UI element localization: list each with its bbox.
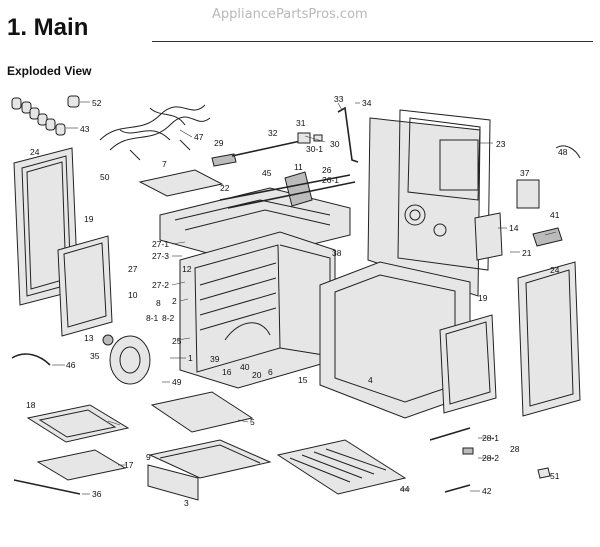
watermark: AppliancePartsPros.com bbox=[212, 7, 368, 22]
terminal-block bbox=[532, 227, 563, 247]
rod-36 bbox=[13, 479, 81, 495]
callout-39: 39 bbox=[210, 354, 220, 364]
rear-panel bbox=[367, 109, 491, 297]
callout-14: 14 bbox=[509, 223, 519, 233]
callout-23: 23 bbox=[496, 139, 506, 149]
callout-28: 28 bbox=[510, 444, 520, 454]
callout-48: 48 bbox=[558, 147, 568, 157]
door-glass-left bbox=[57, 235, 113, 337]
callout-33: 33 bbox=[334, 94, 344, 104]
callout-28-1: 28-1 bbox=[482, 433, 499, 443]
callout-24-right: 24 bbox=[550, 265, 560, 275]
callout-20: 20 bbox=[252, 370, 262, 380]
door-right bbox=[517, 261, 581, 417]
door-hinge bbox=[429, 427, 474, 455]
callout-45: 45 bbox=[262, 168, 272, 178]
rating-label bbox=[516, 179, 540, 209]
bracket-rod bbox=[337, 106, 359, 163]
callout-52: 52 bbox=[92, 98, 102, 108]
filter-part bbox=[474, 212, 503, 261]
callout-19-left: 19 bbox=[84, 214, 94, 224]
callout-19-right: 19 bbox=[478, 293, 488, 303]
callout-27-1: 27-1 bbox=[152, 239, 169, 249]
callout-13: 13 bbox=[84, 333, 94, 343]
tray-5 bbox=[150, 391, 254, 433]
callout-12: 12 bbox=[182, 264, 192, 274]
callout-36: 36 bbox=[92, 489, 102, 499]
small-part-51 bbox=[537, 467, 551, 479]
callout-47: 47 bbox=[194, 132, 204, 142]
section-subtitle: Exploded View bbox=[7, 64, 92, 78]
callout-10: 10 bbox=[128, 290, 138, 300]
callout-44: 44 bbox=[400, 484, 410, 494]
callout-26: 26 bbox=[322, 165, 332, 175]
callout-8: 8 bbox=[156, 298, 161, 308]
callout-22: 22 bbox=[220, 183, 230, 193]
broil-grate bbox=[36, 449, 127, 481]
callout-7: 7 bbox=[162, 159, 167, 169]
callout-31: 31 bbox=[296, 118, 306, 128]
callout-49: 49 bbox=[172, 377, 182, 387]
callout-5: 5 bbox=[250, 417, 255, 427]
callout-21: 21 bbox=[522, 248, 532, 258]
broil-pan bbox=[26, 404, 130, 443]
callout-16: 16 bbox=[222, 367, 232, 377]
center-support-rail bbox=[219, 171, 356, 209]
callout-17: 17 bbox=[124, 460, 134, 470]
callout-32: 32 bbox=[268, 128, 278, 138]
page-title: 1. Main bbox=[7, 14, 89, 41]
callout-27: 27 bbox=[128, 264, 138, 274]
callout-8-2: 8-2 bbox=[162, 313, 175, 323]
callout-28-2: 28-2 bbox=[482, 453, 499, 463]
storage-drawer bbox=[147, 439, 272, 501]
callout-37: 37 bbox=[520, 168, 530, 178]
door-glass-right bbox=[439, 314, 497, 414]
callout-labels: 52 43 47 33 34 29 32 31 30 30-1 23 48 24… bbox=[26, 94, 568, 508]
callout-4: 4 bbox=[368, 375, 373, 385]
control-knobs bbox=[11, 95, 80, 136]
callout-11: 11 bbox=[294, 162, 303, 172]
control-panel-parts bbox=[211, 132, 323, 167]
callout-27-2: 27-2 bbox=[152, 280, 169, 290]
callout-41: 41 bbox=[550, 210, 560, 220]
callout-51: 51 bbox=[550, 471, 560, 481]
callout-3: 3 bbox=[184, 498, 189, 508]
callout-18: 18 bbox=[26, 400, 36, 410]
convection-fan bbox=[102, 334, 151, 385]
sensor-wire bbox=[11, 353, 51, 366]
callout-34: 34 bbox=[362, 98, 372, 108]
callout-29: 29 bbox=[214, 138, 224, 148]
callout-25: 25 bbox=[172, 336, 182, 346]
callout-27-3: 27-3 bbox=[152, 251, 169, 261]
oven-rack bbox=[276, 439, 407, 495]
callout-30: 30 bbox=[330, 139, 340, 149]
callout-6: 6 bbox=[268, 367, 273, 377]
callout-43: 43 bbox=[80, 124, 90, 134]
leader-lines bbox=[52, 101, 557, 495]
small-part-42 bbox=[444, 484, 471, 493]
callout-40: 40 bbox=[240, 362, 250, 372]
callout-1: 1 bbox=[188, 353, 193, 363]
callout-8-1: 8-1 bbox=[146, 313, 159, 323]
oven-cavity bbox=[179, 231, 336, 389]
callout-24-left: 24 bbox=[30, 147, 40, 157]
title-rule bbox=[152, 41, 593, 42]
top-panel-cover bbox=[138, 169, 224, 197]
callout-2: 2 bbox=[172, 296, 177, 306]
callout-9: 9 bbox=[146, 452, 151, 462]
callout-50: 50 bbox=[100, 172, 110, 182]
callout-35: 35 bbox=[90, 351, 100, 361]
callout-42: 42 bbox=[482, 486, 492, 496]
callout-26-1: 26-1 bbox=[322, 175, 339, 185]
callout-15: 15 bbox=[298, 375, 308, 385]
wire-harness bbox=[99, 104, 211, 161]
callout-46: 46 bbox=[66, 360, 76, 370]
callout-38: 38 bbox=[332, 248, 342, 258]
wire-48 bbox=[555, 145, 581, 159]
callout-30-1: 30-1 bbox=[306, 144, 323, 154]
